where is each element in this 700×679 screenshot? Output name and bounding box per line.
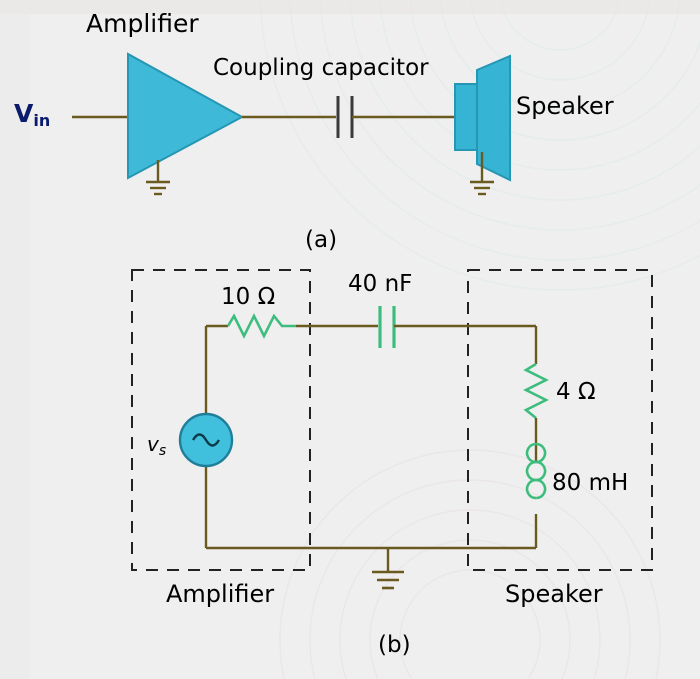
resistor-4-ohm-label: 4 Ω <box>556 379 596 405</box>
speaker-label-a-text: Speaker <box>516 92 614 120</box>
inductor-80-mh-text: 80 mH <box>552 470 629 496</box>
resistor-4-ohm-text: 4 Ω <box>556 379 596 405</box>
inductor-80-mh-label: 80 mH <box>552 470 628 496</box>
capacitor-40-nf-text: 40 nF <box>348 271 413 297</box>
coupling-capacitor-label-text: Coupling capacitor <box>213 55 429 81</box>
speaker-label-a: Speaker <box>516 92 614 120</box>
vin-label-subscript: in <box>33 111 51 130</box>
speaker-label-b-text: Speaker <box>505 580 603 608</box>
speaker-label-b: Speaker <box>505 580 603 608</box>
source-vs-subscript: s <box>158 443 167 459</box>
vin-label-text: V <box>14 99 34 128</box>
caption-a-text: (a) <box>305 227 338 253</box>
caption-b: (b) <box>378 632 411 658</box>
caption-b-text: (b) <box>378 632 411 658</box>
capacitor-40-nf-label: 40 nF <box>348 271 412 297</box>
amplifier-label-a: Amplifier <box>86 9 199 38</box>
coupling-capacitor-label: Coupling capacitor <box>213 55 429 81</box>
source-vs-label: vs <box>147 432 166 459</box>
resistor-10-ohm-label: 10 Ω <box>221 284 275 310</box>
vin-label: Vin <box>14 99 50 130</box>
resistor-10-ohm-text: 10 Ω <box>221 284 276 310</box>
amplifier-label-b-text: Amplifier <box>166 580 275 608</box>
amplifier-label-a-text: Amplifier <box>86 9 199 38</box>
caption-a: (a) <box>305 227 337 253</box>
source-vs-text: v <box>147 432 159 456</box>
amplifier-label-b: Amplifier <box>166 580 274 608</box>
